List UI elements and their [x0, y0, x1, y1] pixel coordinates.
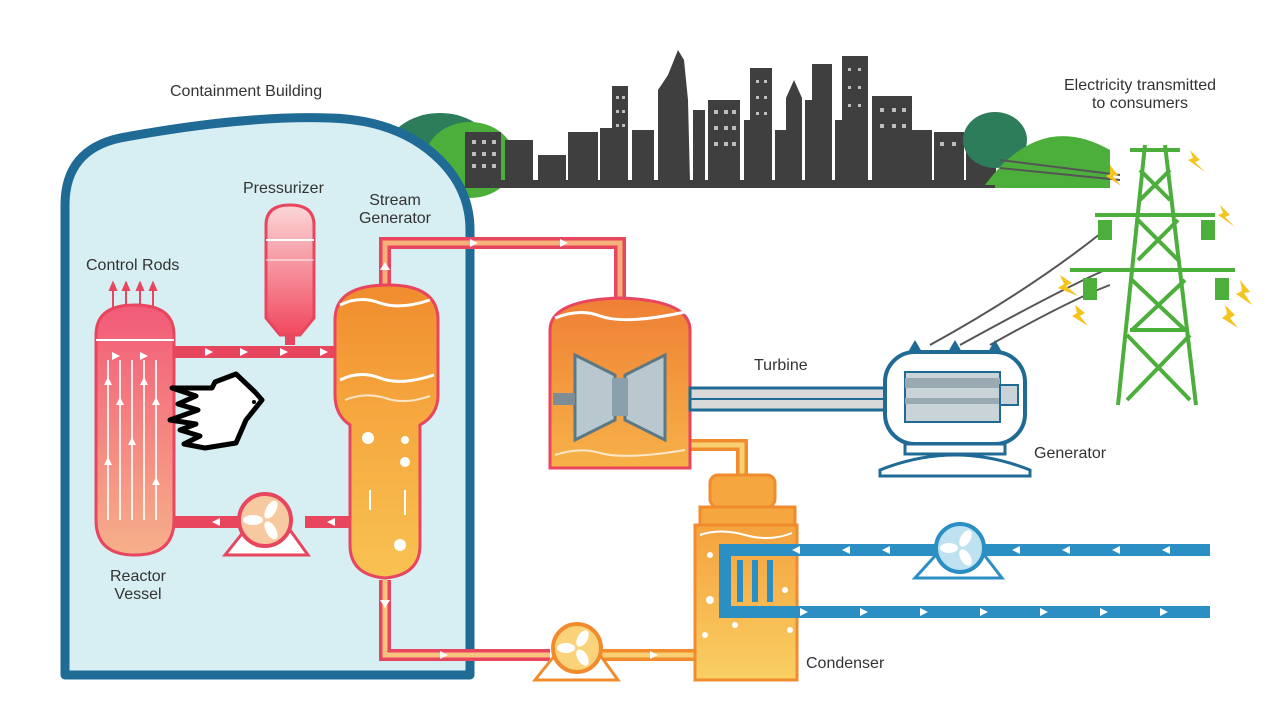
primary-coolant-pump-icon: [221, 492, 311, 557]
electric-spark-icons: [1058, 150, 1252, 328]
electric-generator: [878, 340, 1032, 478]
label-electricity-line2: to consumers: [1091, 95, 1189, 112]
turbine-housing: [548, 296, 692, 470]
cooling-water-pump-icon: [911, 522, 1006, 580]
label-electricity-line1: Electricity transmitted: [1063, 77, 1217, 94]
pointing-hand-cursor-icon: [167, 371, 265, 451]
city-skyline: [385, 50, 1110, 198]
turbine-shaft: [688, 386, 902, 412]
label-electricity-transmitted: Electricity transmitted to consumers: [1040, 77, 1240, 113]
label-reactor-vessel-line1: Reactor: [109, 568, 167, 585]
label-reactor-vessel: Reactor Vessel: [100, 568, 176, 604]
label-steam-generator-line1: Stream: [369, 192, 421, 209]
label-steam-generator: Stream Generator: [350, 192, 440, 228]
label-generator: Generator: [1034, 445, 1107, 462]
label-control-rods: Control Rods: [86, 257, 180, 274]
pressurizer-tank: [264, 203, 316, 337]
label-containment-building: Containment Building: [170, 83, 323, 100]
transmission-wires: [929, 159, 1121, 346]
steam-generator: [333, 283, 440, 580]
transmission-tower: [1070, 144, 1235, 406]
label-steam-generator-line2: Generator: [358, 210, 432, 227]
label-condenser: Condenser: [806, 655, 885, 672]
feedwater-pump-icon: [531, 622, 621, 682]
reactor-vessel: [94, 303, 176, 557]
label-pressurizer: Pressurizer: [243, 180, 324, 197]
condenser: [693, 473, 799, 682]
label-turbine: Turbine: [754, 357, 808, 374]
label-reactor-vessel-line2: Vessel: [114, 586, 162, 603]
